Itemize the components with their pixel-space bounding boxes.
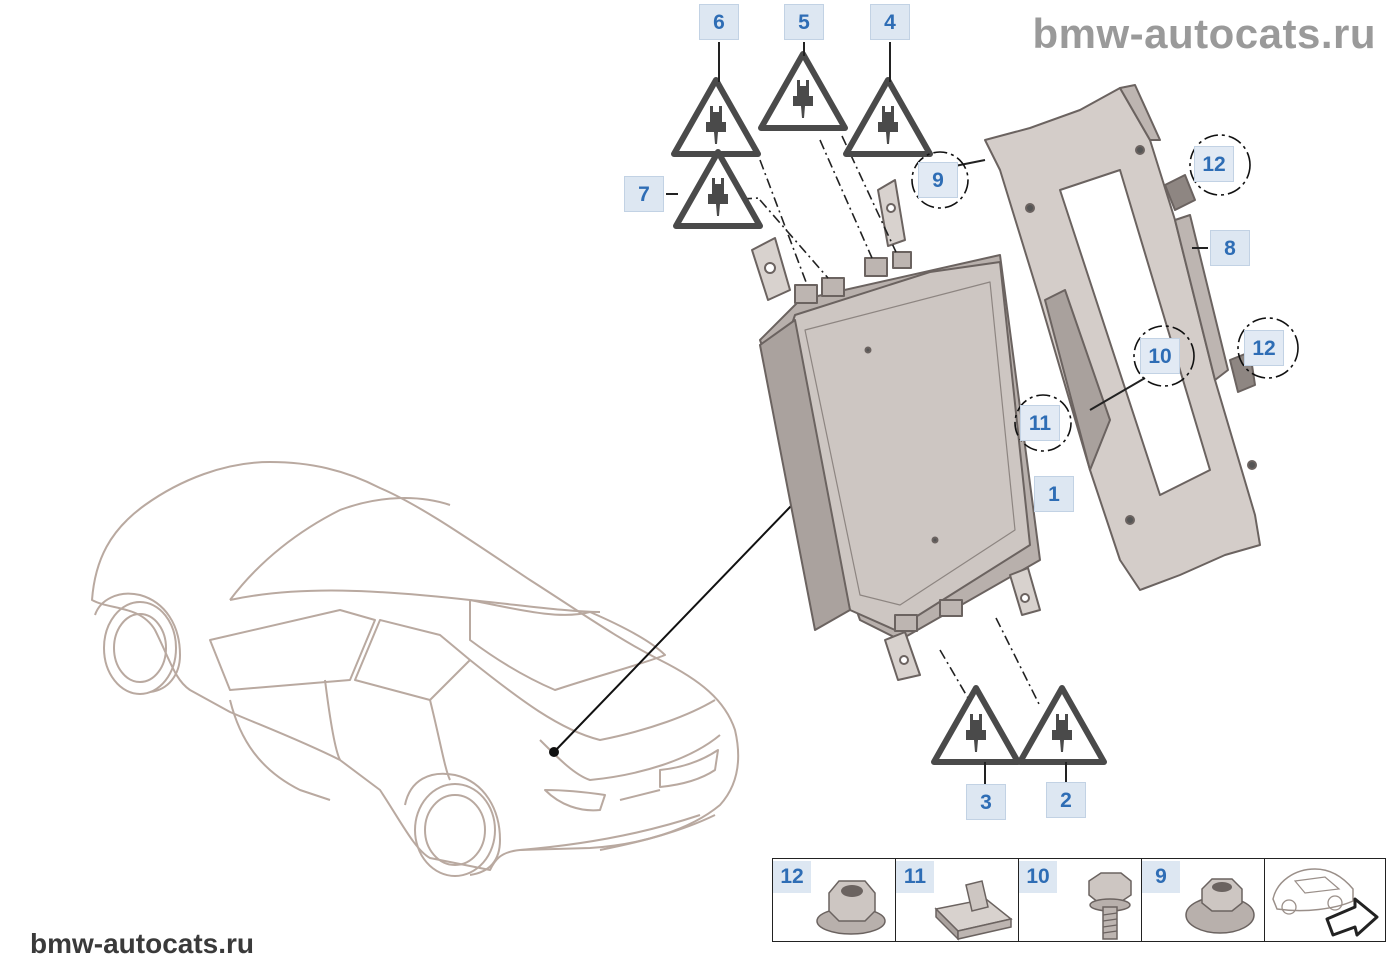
mounting-bracket [984,84,1261,591]
callout-3[interactable]: 3 [966,784,1006,820]
legend-item-vehicle-location[interactable] [1265,859,1387,941]
legend-number: 9 [1142,861,1180,893]
legend-number: 10 [1019,861,1057,893]
hex-bolt-icon [1088,872,1132,940]
connector-plug-icon-7 [676,152,760,226]
fastener-legend: 12 11 10 9 [772,858,1386,942]
hex-nut-icon [1185,878,1255,934]
callout-8[interactable]: 8 [1210,230,1250,266]
connector-plug-icon-5 [761,54,845,128]
legend-number: 11 [896,861,934,893]
callout-7[interactable]: 7 [624,176,664,212]
callout-12-right[interactable]: 12 [1244,330,1284,366]
connector-plug-icon-6 [674,80,758,154]
vehicle-location-arrow-icon [1272,868,1379,937]
callout-2[interactable]: 2 [1046,782,1086,818]
location-leader-line [549,477,819,757]
connector-plug-icon-2 [1020,688,1104,762]
callout-1[interactable]: 1 [1034,476,1074,512]
watermark-top: bmw-autocats.ru [1032,10,1376,57]
connector-plug-icon-4 [846,80,930,154]
callout-11[interactable]: 11 [1020,405,1060,441]
legend-number: 12 [773,861,811,893]
callout-6[interactable]: 6 [699,4,739,40]
legend-item-10[interactable]: 10 [1019,859,1142,941]
legend-item-9[interactable]: 9 [1142,859,1265,941]
legend-item-11[interactable]: 11 [896,859,1019,941]
callout-circles [911,134,1299,452]
connector-plug-icon-3 [934,688,1018,762]
callout-10[interactable]: 10 [1140,338,1180,374]
spring-nut-clip-icon [934,880,1013,941]
callout-4[interactable]: 4 [870,4,910,40]
callout-12-top[interactable]: 12 [1194,146,1234,182]
callout-5[interactable]: 5 [784,4,824,40]
vehicle-outline [91,461,740,877]
control-unit [751,179,1041,681]
callout-9[interactable]: 9 [918,162,958,198]
legend-item-12[interactable]: 12 [773,859,896,941]
flange-nut-icon [816,880,886,935]
watermark-bottom: bmw-autocats.ru [30,928,255,959]
